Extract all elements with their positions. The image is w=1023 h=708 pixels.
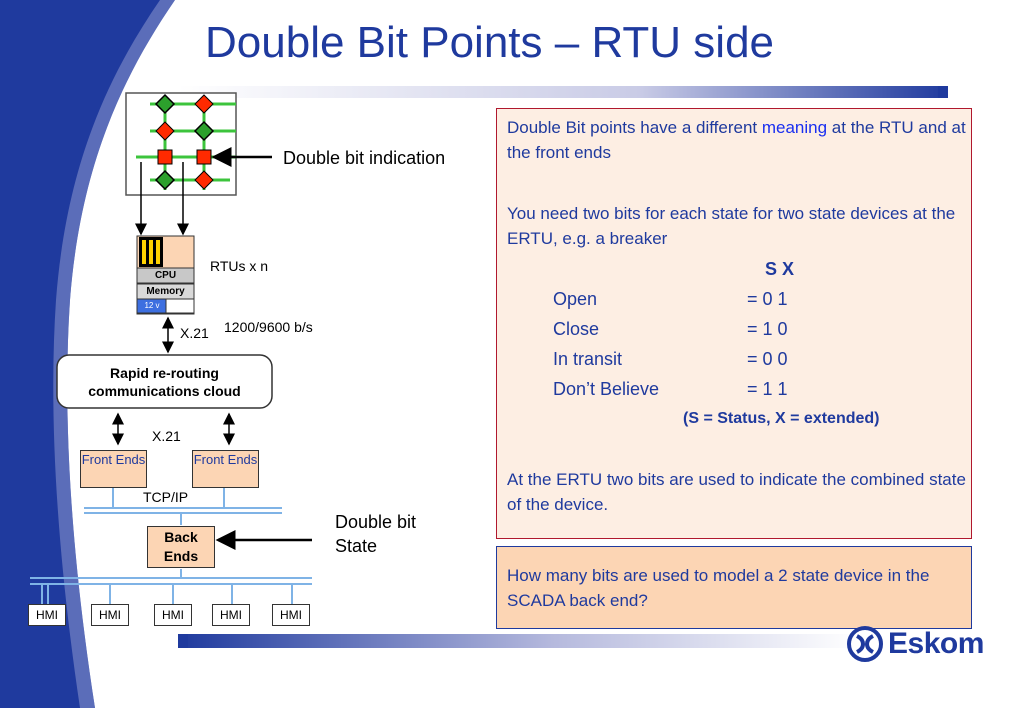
state-name-open: Open	[553, 289, 598, 309]
hmi-1: HMI	[28, 604, 66, 626]
state-name-dontbelieve: Don’t Believe	[553, 379, 660, 399]
top-gradient-bar	[178, 86, 948, 98]
front-end-2: Front Ends	[192, 450, 259, 488]
eskom-wordmark: Eskom	[888, 627, 984, 660]
double-bit-state-label: Double bit State	[335, 512, 417, 556]
slide-title: Double Bit Points – RTU side	[205, 18, 775, 67]
tcpip-label: TCP/IP	[143, 489, 189, 505]
info-paragraph-2: You need two bits for each state for two…	[507, 204, 956, 248]
front-end-1: Front Ends	[80, 450, 147, 488]
baud-rate-label: 1200/9600 b/s	[224, 319, 313, 335]
state-name-transit: In transit	[553, 349, 623, 369]
info-panel: Double Bit points have a different meani…	[496, 108, 972, 539]
hmi-bus	[30, 569, 312, 604]
comms-cloud-label: Rapid re-routing communications cloud	[88, 365, 241, 399]
eskom-logo: Eskom	[846, 624, 996, 664]
state-name-close: Close	[553, 319, 600, 339]
rtu-memory-label: Memory	[146, 286, 185, 297]
info-paragraph-1: Double Bit points have a different meani…	[507, 118, 966, 162]
rtu-power-label: 12 v	[144, 301, 160, 310]
states-legend: (S = Status, X = extended)	[683, 410, 880, 427]
hmi-2: HMI	[91, 604, 129, 626]
sidebar-arc	[0, 0, 175, 708]
comms-cloud-box	[56, 354, 273, 409]
x21-mid-label: X.21	[152, 428, 181, 444]
meaning-highlight: meaning	[761, 118, 828, 137]
question-text: How many bits are used to model a 2 stat…	[507, 566, 930, 610]
question-panel: How many bits are used to model a 2 stat…	[496, 546, 972, 629]
state-value-open: = 0 1	[747, 289, 788, 309]
rtus-caption: RTUs x n	[210, 258, 269, 274]
bottom-gradient-bar	[178, 634, 858, 648]
rtu-unit	[136, 235, 195, 315]
hmi-3: HMI	[154, 604, 192, 626]
states-header: S X	[765, 259, 795, 279]
x21-top-label: X.21	[180, 325, 209, 341]
switchgear-panel	[125, 92, 237, 196]
hmi-4: HMI	[212, 604, 250, 626]
state-value-dontbelieve: = 1 1	[747, 379, 788, 399]
state-value-close: = 1 0	[747, 319, 788, 339]
double-bit-indication-label: Double bit indication	[283, 148, 446, 168]
state-value-transit: = 0 0	[747, 349, 788, 369]
info-paragraph-3: At the ERTU two bits are used to indicat…	[507, 470, 966, 514]
hmi-5: HMI	[272, 604, 310, 626]
eskom-emblem-icon	[847, 626, 883, 662]
rtu-cpu-label: CPU	[154, 270, 177, 281]
back-ends-box: Back Ends	[147, 526, 215, 568]
tcpip-bus	[84, 486, 282, 525]
